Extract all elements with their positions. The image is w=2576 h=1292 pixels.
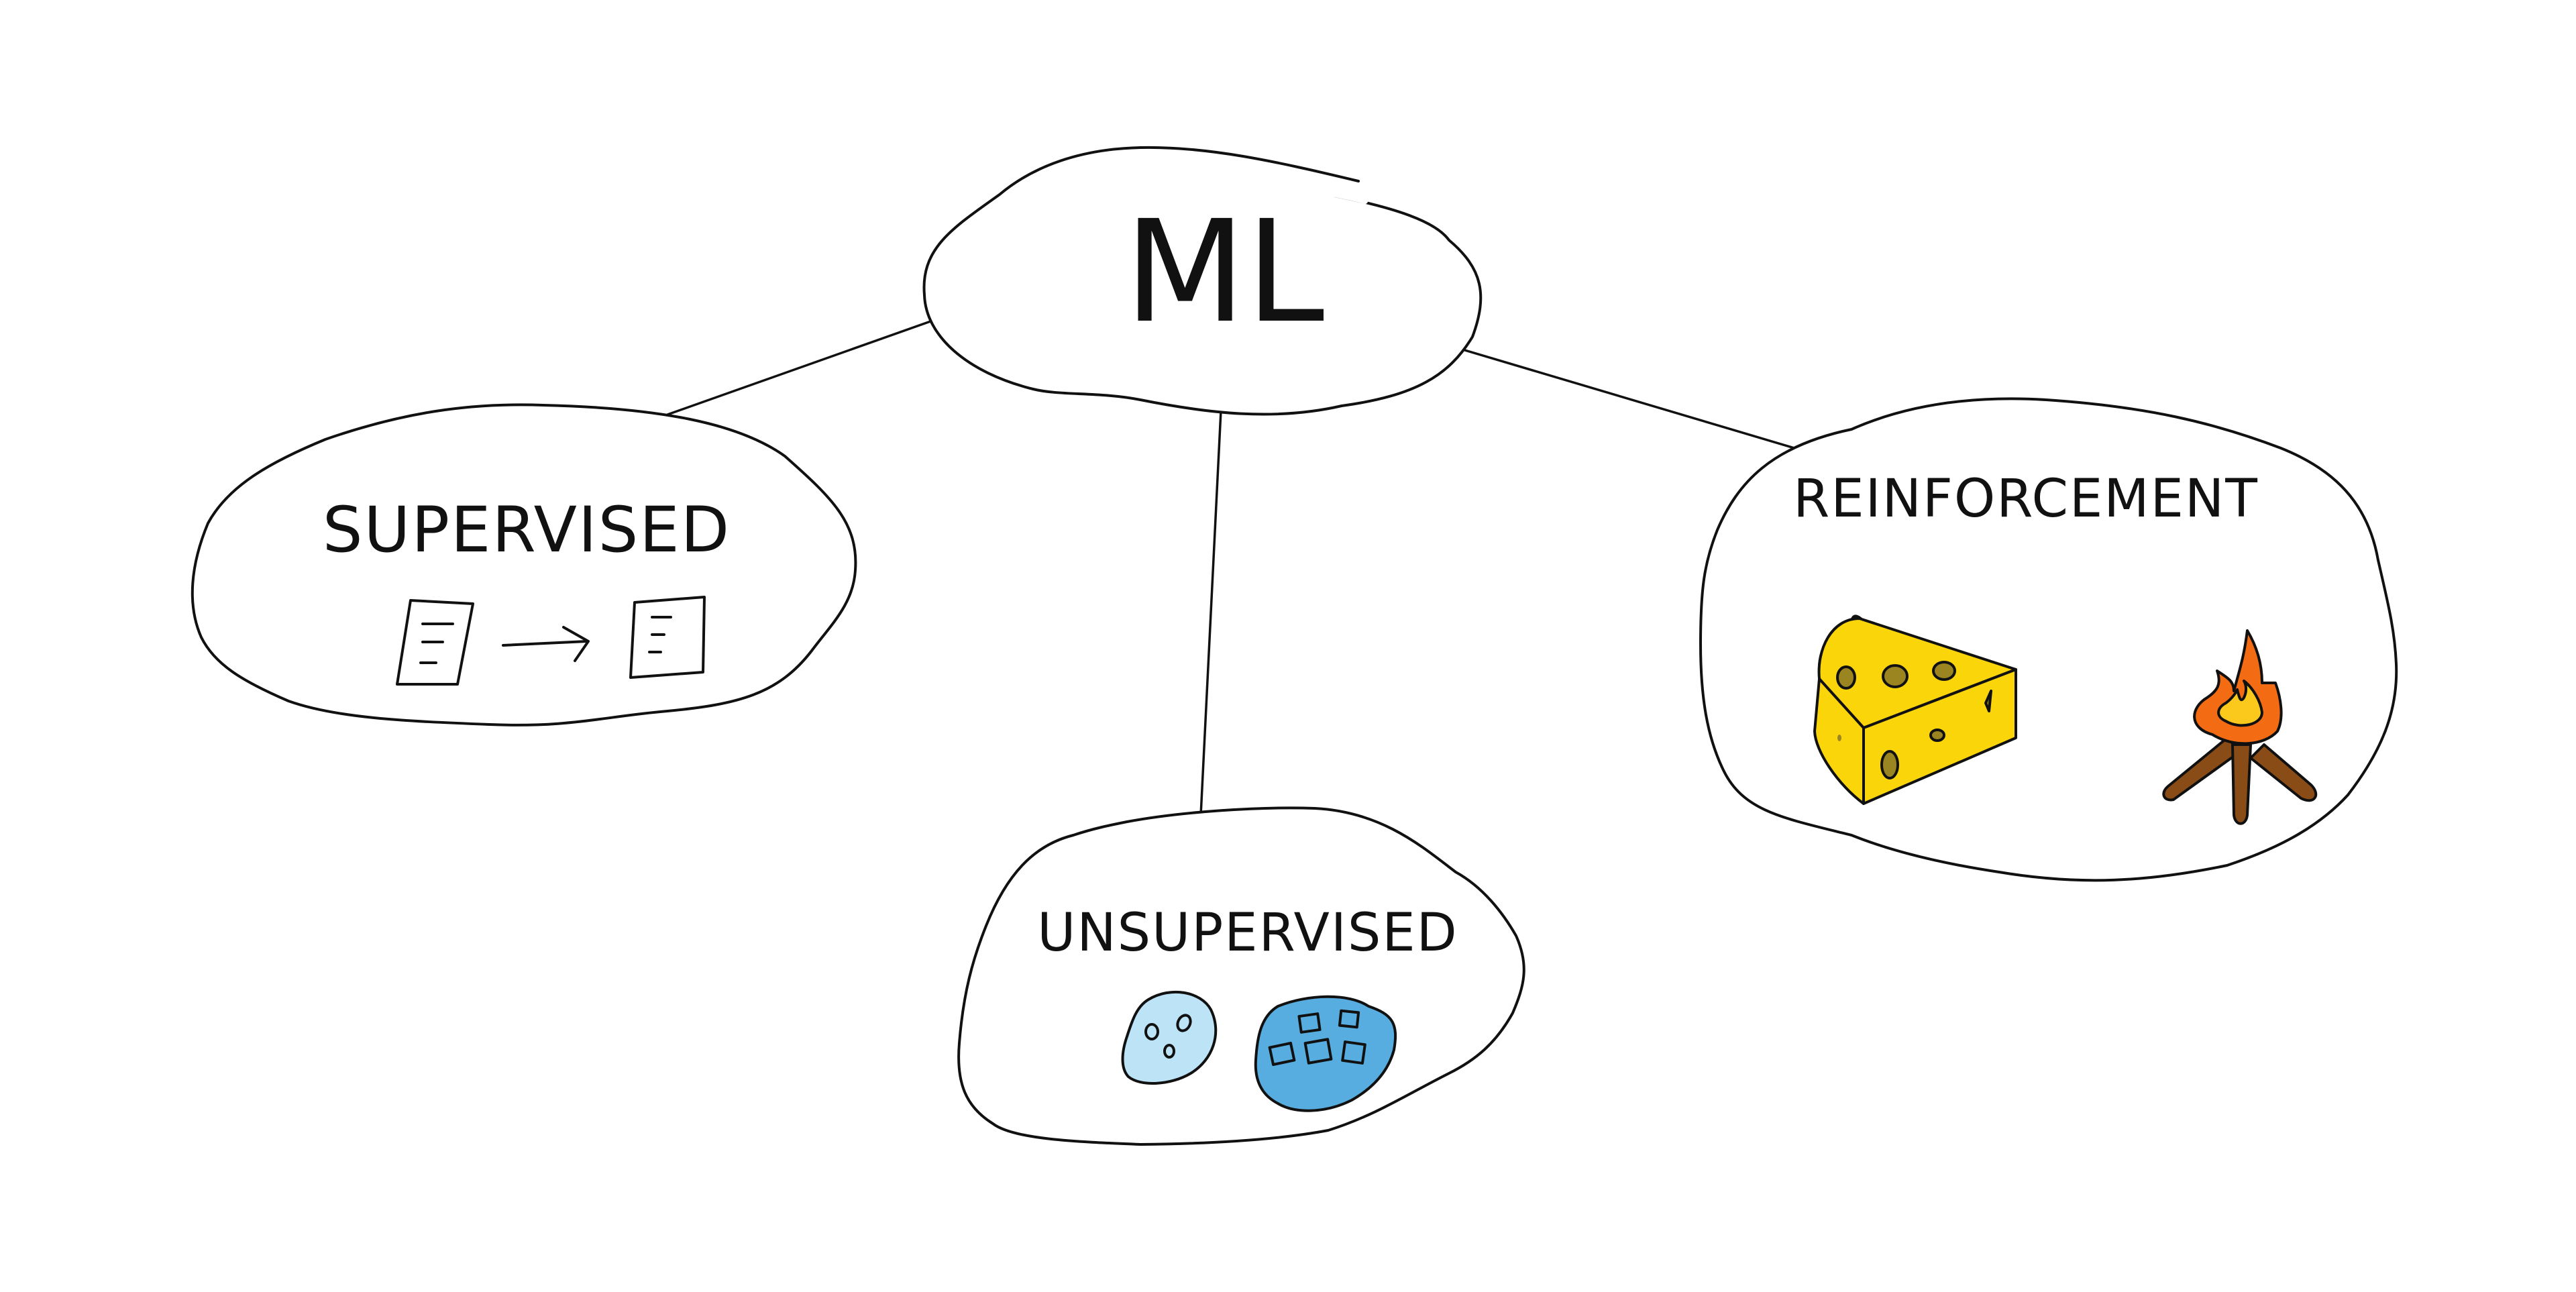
supervised-label: SUPERVISED [323, 494, 731, 567]
reinforcement-node: REINFORCEMENT [1699, 397, 2398, 882]
light-blue-cluster-icon [1121, 990, 1218, 1085]
root-bubble [922, 146, 1483, 416]
edge-ml-supervised [666, 319, 934, 416]
root-node: ML [922, 146, 1483, 416]
unsupervised-bubble [957, 806, 1525, 1146]
document-icon [629, 596, 706, 679]
edge-ml-reinforcement [1454, 346, 1796, 449]
dark-blue-cluster-icon [1254, 995, 1397, 1112]
arrow-right-icon [502, 626, 590, 662]
document-icon [396, 599, 474, 686]
reinforcement-label: REINFORCEMENT [1793, 469, 2259, 529]
campfire-icon [2162, 629, 2318, 825]
edge-ml-unsupervised [1199, 409, 1222, 816]
root-label: ML [1124, 190, 1324, 354]
supervised-node: SUPERVISED [191, 403, 857, 726]
unsupervised-node: UNSUPERVISED [957, 806, 1525, 1146]
cheese-icon [1813, 614, 2017, 805]
edges [666, 319, 1796, 816]
unsupervised-label: UNSUPERVISED [1037, 903, 1458, 963]
